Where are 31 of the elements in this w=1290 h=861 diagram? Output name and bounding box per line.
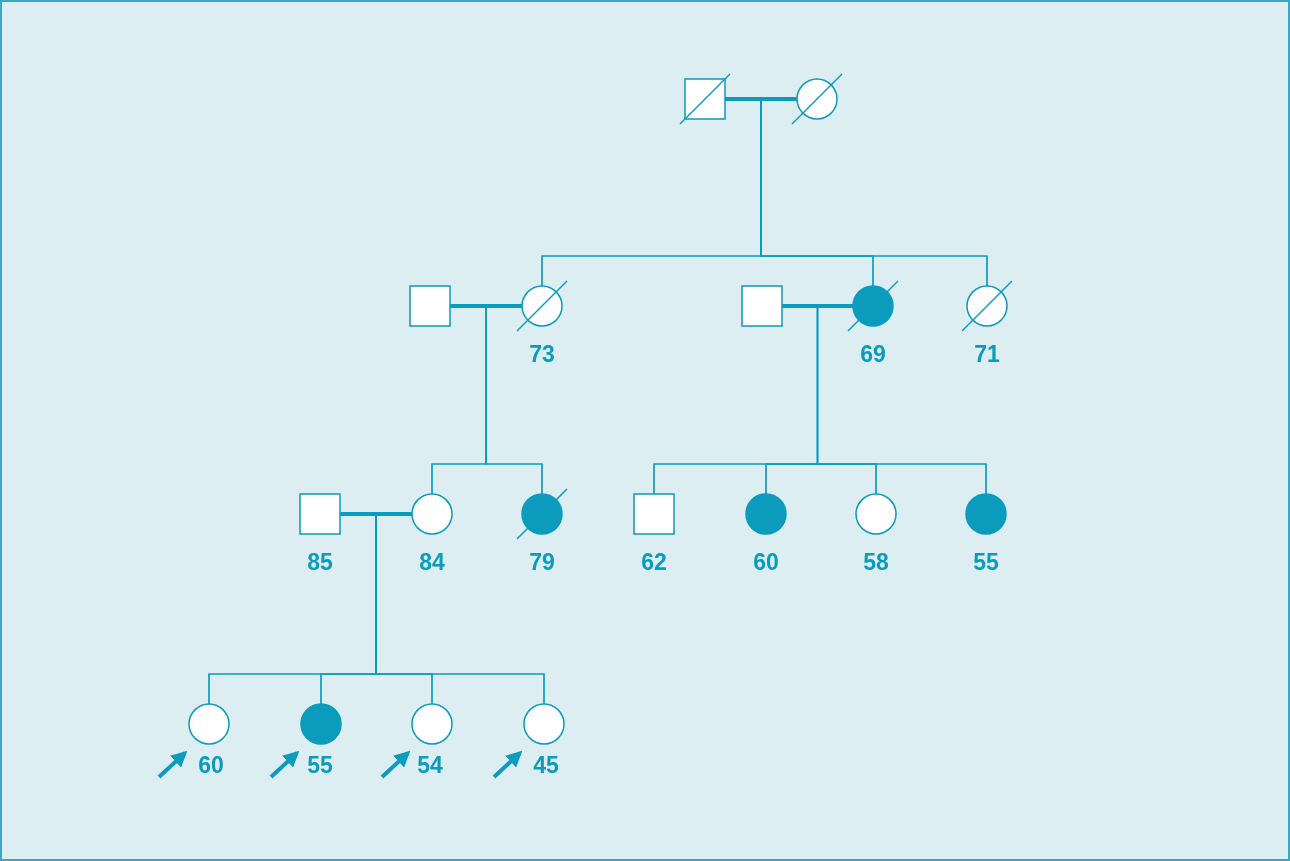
age-label: 45 xyxy=(533,752,559,778)
affected-female-symbol xyxy=(514,486,570,542)
female-symbol xyxy=(514,278,570,334)
age-label: 69 xyxy=(860,341,886,367)
male-symbol xyxy=(677,71,733,127)
female-symbol xyxy=(789,71,845,127)
proband-arrow xyxy=(380,750,411,779)
age-label: 58 xyxy=(863,549,889,575)
proband-arrow xyxy=(492,750,523,779)
age-label: 62 xyxy=(641,549,667,575)
descent-line xyxy=(816,305,987,495)
age-label: 60 xyxy=(753,549,779,575)
age-label: 55 xyxy=(307,752,333,778)
age-label: 54 xyxy=(417,752,443,778)
proband-arrow xyxy=(269,750,300,779)
age-label: 73 xyxy=(529,341,555,367)
female-symbol xyxy=(959,278,1015,334)
age-label: 55 xyxy=(973,549,999,575)
marriage-line xyxy=(340,512,412,516)
affected-female-symbol xyxy=(845,278,901,334)
marriage-line xyxy=(450,304,522,308)
descent-line xyxy=(375,513,545,705)
age-label: 84 xyxy=(419,549,445,575)
marriage-line xyxy=(782,304,853,308)
age-label: 60 xyxy=(198,752,224,778)
marriage-line xyxy=(725,97,797,101)
age-label: 71 xyxy=(974,341,1000,367)
age-label: 79 xyxy=(529,549,555,575)
proband-arrow xyxy=(157,750,188,779)
age-label: 85 xyxy=(307,549,333,575)
descent-line xyxy=(485,305,543,495)
